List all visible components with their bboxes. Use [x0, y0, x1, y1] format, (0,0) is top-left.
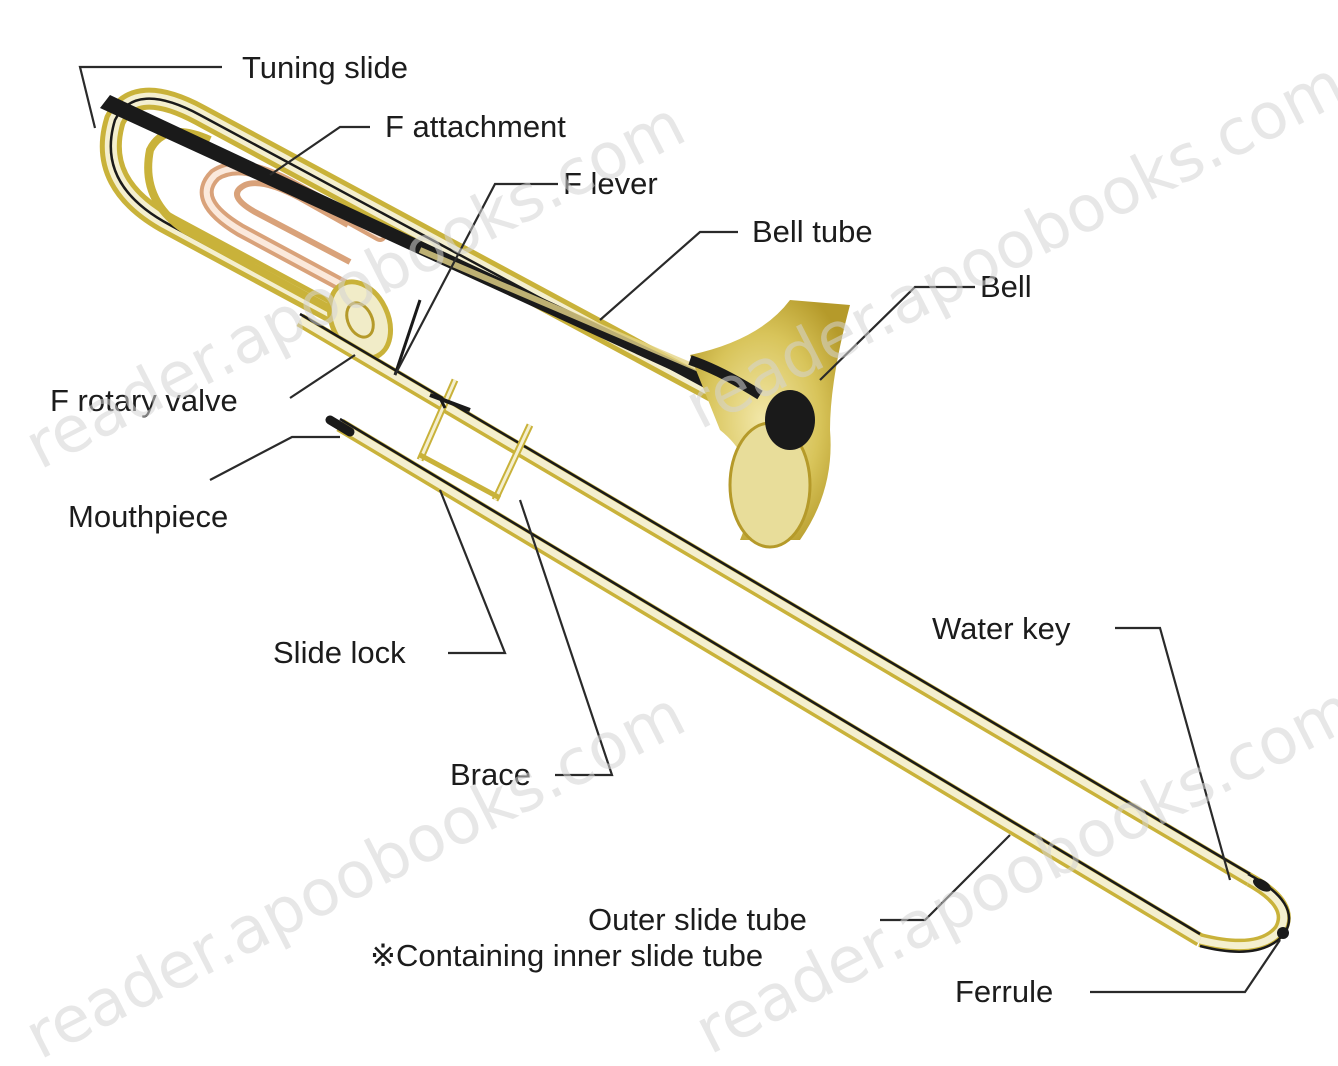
label-containing-inner-slide-tube: ※Containing inner slide tube	[370, 938, 763, 973]
label-water-key: Water key	[932, 611, 1071, 646]
label-tuning-slide: Tuning slide	[242, 50, 408, 85]
leader-mouthpiece	[210, 437, 340, 480]
leader-f-rotary-valve	[290, 355, 355, 398]
watermark-3: reader.apoobooks.com	[14, 677, 697, 1066]
label-f-attachment: F attachment	[385, 109, 566, 144]
f-lever	[395, 300, 420, 375]
label-mouthpiece: Mouthpiece	[68, 499, 228, 534]
ferrule	[1277, 927, 1289, 939]
label-outer-slide-tube: Outer slide tube	[588, 902, 807, 937]
leader-bell-tube	[600, 232, 738, 320]
label-slide-lock: Slide lock	[273, 635, 406, 670]
label-ferrule: Ferrule	[955, 974, 1053, 1009]
label-bell-tube: Bell tube	[752, 214, 873, 249]
